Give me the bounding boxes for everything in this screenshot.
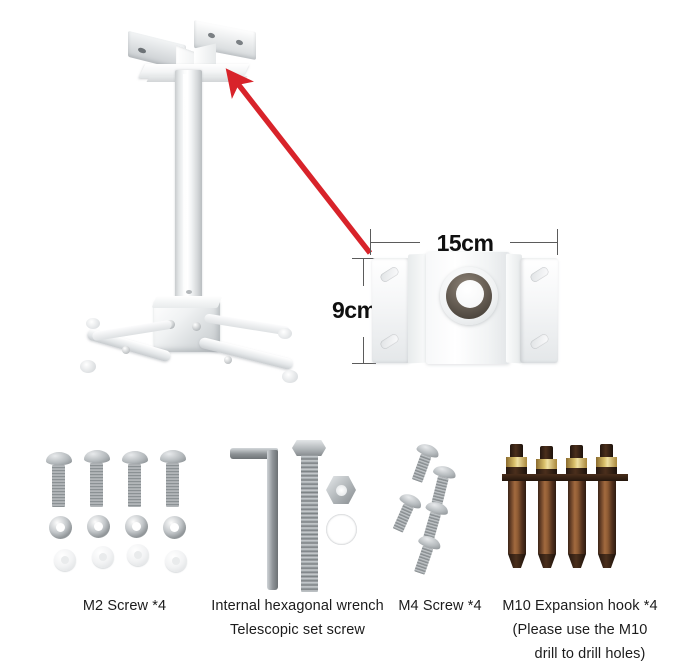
m10-anchor-3: [566, 445, 587, 568]
projector-ceiling-mount: [70, 8, 310, 398]
bracket-left-bend: [408, 253, 428, 364]
label-hex-wrench-line1: Internal hexagonal wrench: [211, 598, 384, 614]
dim-height-tick-top: [352, 258, 376, 259]
extension-pole-highlight: [183, 74, 188, 296]
bracket-center-pole-hole: [456, 280, 484, 308]
dim-width-label: 15cm: [436, 230, 494, 256]
m10-anchor-collar-band: [502, 474, 628, 481]
m2-screw-3: [122, 451, 148, 507]
hardware-group-hex-wrench: [222, 432, 372, 600]
hex-bolt-washer-hole: [335, 523, 349, 537]
m2-lock-washer-3: [125, 515, 148, 538]
hardware-group-m4-screw: [392, 441, 502, 575]
dim-width-line-left: [370, 242, 420, 243]
m2-screw-1: [46, 452, 72, 507]
junction-box-bolt-2: [192, 322, 201, 331]
m2-lock-washer-1: [49, 516, 72, 539]
m4-screw-5: [408, 533, 443, 576]
spider-arm-back-left-endcap: [86, 318, 100, 329]
arm-adjust-screw-right: [224, 356, 232, 364]
m2-lock-washer-2: [87, 515, 110, 538]
dim-height-tick-bottom: [352, 363, 376, 364]
dim-width-line-right: [510, 242, 557, 243]
m2-flat-washer-2: [92, 546, 114, 568]
label-m10-hook-line1: M10 Expansion hook *4: [502, 598, 658, 614]
ceiling-plate-detail-view: 15cm 9cm: [330, 225, 580, 385]
m2-screw-4: [160, 450, 186, 507]
label-m10-hook-line3: drill to drill holes): [534, 646, 646, 662]
m10-anchor-1: [506, 444, 527, 568]
dim-height-line-bottom: [363, 337, 364, 363]
extension-pole: [175, 70, 202, 300]
allen-wrench-long-arm: [267, 450, 278, 590]
label-m10-hook-line2: (Please use the M10: [512, 622, 648, 638]
allen-wrench-short-arm: [230, 448, 278, 459]
hex-nut-hole: [336, 485, 347, 496]
callout-arrow-line: [225, 68, 373, 255]
m2-flat-washer-4: [165, 550, 187, 572]
m10-anchor-4: [596, 444, 617, 568]
pole-set-screw-hole: [186, 290, 192, 294]
dim-width-tick-right: [557, 229, 558, 255]
spider-arm-front-left-endcap: [80, 360, 96, 373]
m2-screw-2: [84, 450, 110, 507]
label-m4-screw: M4 Screw *4: [398, 598, 482, 614]
spider-arm-front-right-endcap: [282, 370, 298, 383]
m2-flat-washer-3: [127, 544, 149, 566]
hex-bolt-shank: [301, 455, 318, 592]
arm-adjust-screw-left: [122, 346, 130, 354]
label-hex-wrench-line2: Telescopic set screw: [230, 622, 365, 638]
hex-bolt-head: [292, 440, 326, 456]
m2-lock-washer-4: [163, 516, 186, 539]
dim-height-label: 9cm: [332, 297, 377, 323]
hardware-group-m2-screw: [34, 436, 214, 591]
dim-height-line-top: [363, 258, 364, 286]
spider-arm-back-right-endcap: [278, 328, 292, 339]
label-m2-screw: M2 Screw *4: [82, 598, 167, 614]
hardware-group-m10-expansion-hook: [502, 444, 632, 594]
m2-flat-washer-1: [54, 549, 76, 571]
m10-anchor-2: [536, 446, 557, 568]
